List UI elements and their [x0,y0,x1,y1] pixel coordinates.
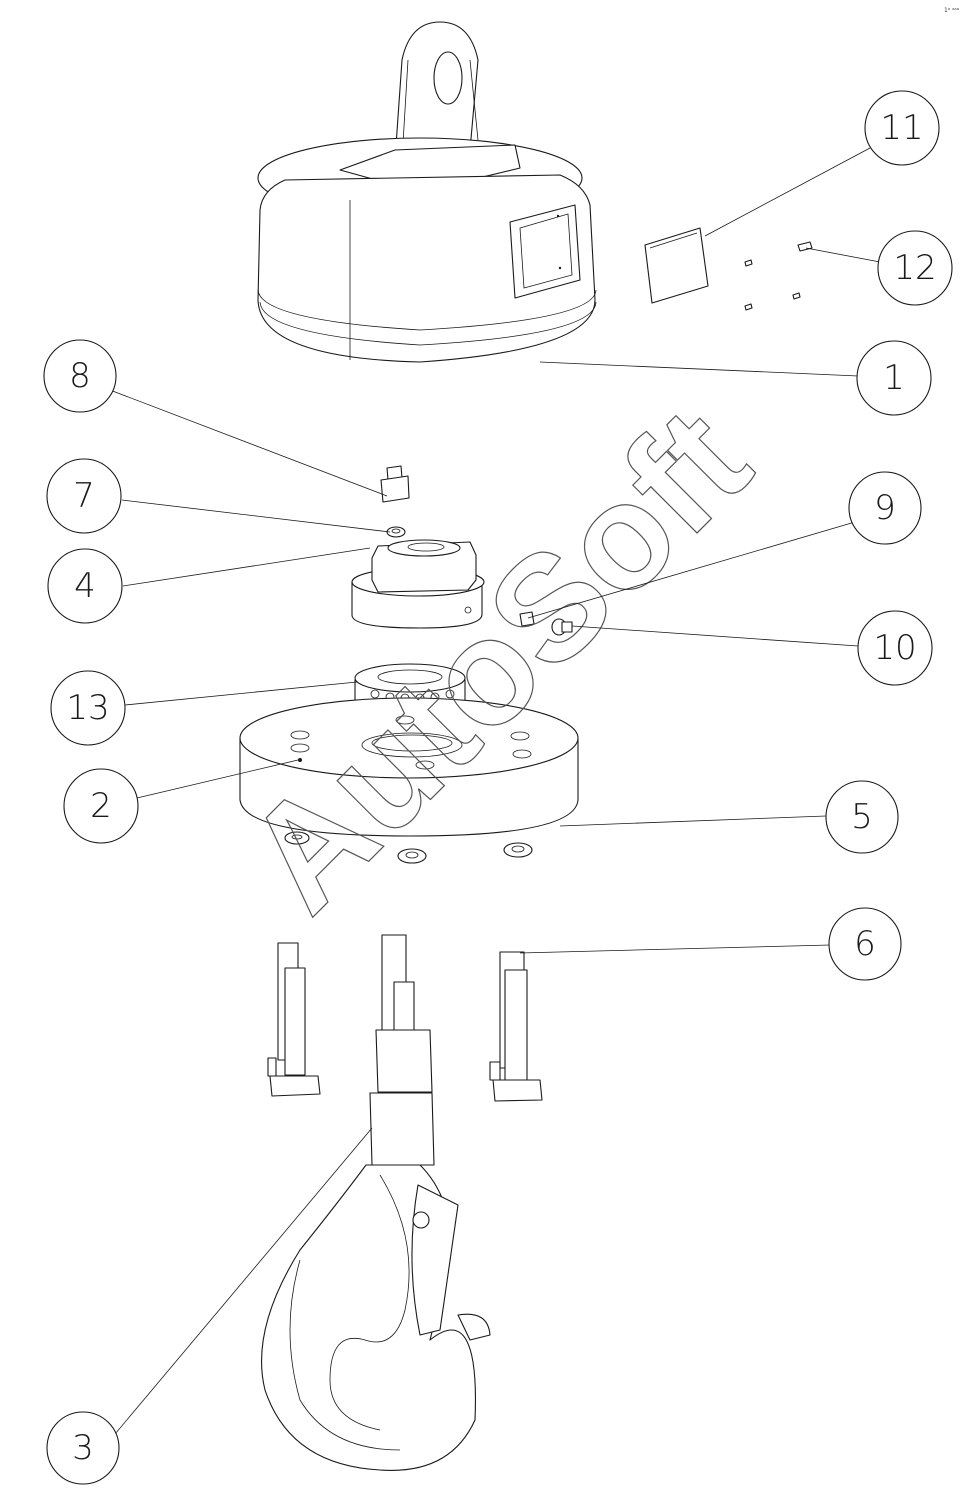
watermark: AutoSoft [214,376,780,942]
part-small-nuts [284,831,533,864]
part-swivel-nut [351,539,485,629]
lifting-eye-hole [433,51,463,105]
balloon-4-label: 4 [74,566,96,606]
balloon-5: 5 [825,780,899,854]
balloon-11-label: 11 [880,108,923,148]
part-cover-plate [644,227,709,304]
balloon-11: 11 [864,90,940,166]
part-hook [260,1029,491,1471]
hook-latch [411,1184,459,1336]
balloon-5-label: 5 [851,797,873,837]
part-washer [386,526,406,538]
corner-mark: 1ᵃ ᵃᵃᵃ [944,7,959,14]
leader-lines [109,147,881,1441]
part-small-screws [744,241,813,311]
balloon-4: 4 [47,548,123,624]
balloon-3-label: 3 [72,1428,94,1468]
part-grease-fitting [519,611,535,627]
balloon-13-label: 13 [66,688,109,728]
balloon-3: 3 [46,1411,120,1485]
balloon-9-label: 9 [874,488,896,528]
balloon-12-label: 12 [893,248,936,288]
balloon-9: 9 [848,471,922,545]
part-base-plate [239,697,579,837]
balloon-6-label: 6 [854,924,876,964]
display-window [509,204,581,299]
balloon-8-label: 8 [69,356,91,396]
balloon-2: 2 [63,768,139,844]
balloon-2-label: 2 [90,786,112,826]
part-plug [551,618,573,636]
part-housing [257,21,597,363]
balloon-8: 8 [43,339,117,413]
balloon-10: 10 [857,610,933,686]
balloon-13: 13 [50,670,126,746]
balloon-1: 1 [856,340,932,416]
balloon-1-label: 1 [883,358,905,398]
part-bolt [380,465,410,503]
balloon-10-label: 10 [873,628,916,668]
balloon-7: 7 [46,458,122,534]
balloon-7-label: 7 [73,476,95,516]
balloon-12: 12 [877,230,953,306]
balloon-6: 6 [828,907,902,981]
